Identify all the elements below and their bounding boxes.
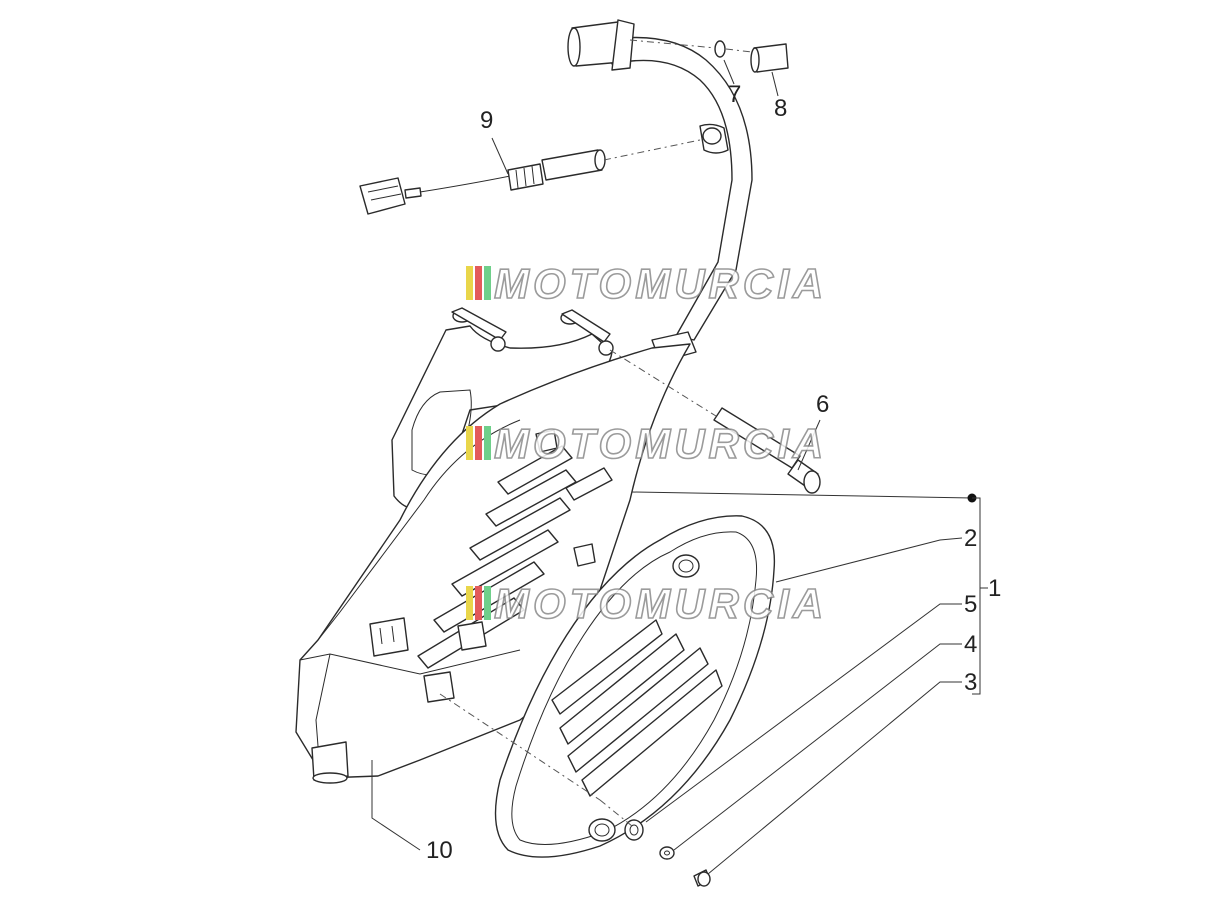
part-7-washer: [714, 40, 726, 58]
assembly-axes: [439, 39, 753, 827]
watermark-stripe-3: [484, 426, 491, 460]
callout-labels: 7 8 9 6 2 1 5 4 3 10: [426, 81, 1001, 864]
callout-7: 7: [728, 81, 741, 108]
watermark-stripe-3: [484, 586, 491, 620]
part-9-lambda-sensor: [359, 149, 606, 215]
watermark-text: MOTOMURCIA: [494, 260, 827, 307]
watermark-stripe-1: [466, 266, 473, 300]
watermark-bottom: MOTOMURCIA: [466, 579, 827, 628]
callout-3: 3: [964, 669, 977, 696]
callout-4: 4: [964, 631, 977, 658]
watermark-middle: MOTOMURCIA: [466, 419, 827, 468]
watermark-text: MOTOMURCIA: [494, 420, 827, 467]
watermark-stripe-1: [466, 426, 473, 460]
part-3-screw: [693, 869, 711, 887]
watermark-stripe-2: [475, 266, 482, 300]
leader-lines: [371, 59, 988, 875]
callout-8: 8: [774, 95, 787, 122]
exhaust-manifold-pipe: [567, 19, 753, 363]
part-8-spacer: [750, 43, 789, 73]
watermark-stripe-1: [466, 586, 473, 620]
part-6-bolt: [713, 407, 821, 494]
callout-6: 6: [816, 391, 829, 418]
part-2-heat-shield: [494, 515, 776, 858]
watermark-top: MOTOMURCIA: [466, 259, 827, 308]
watermark-text: MOTOMURCIA: [494, 580, 827, 627]
callout-5: 5: [964, 591, 977, 618]
callout-9: 9: [480, 107, 493, 134]
callout-1: 1: [988, 575, 1001, 602]
watermark-stripe-2: [475, 586, 482, 620]
watermark-stripe-3: [484, 266, 491, 300]
callout-2: 2: [964, 525, 977, 552]
callout-10: 10: [426, 837, 453, 864]
part-5-grommet: [624, 819, 644, 841]
watermark-stripe-2: [475, 426, 482, 460]
part-4-washer: [659, 846, 675, 860]
